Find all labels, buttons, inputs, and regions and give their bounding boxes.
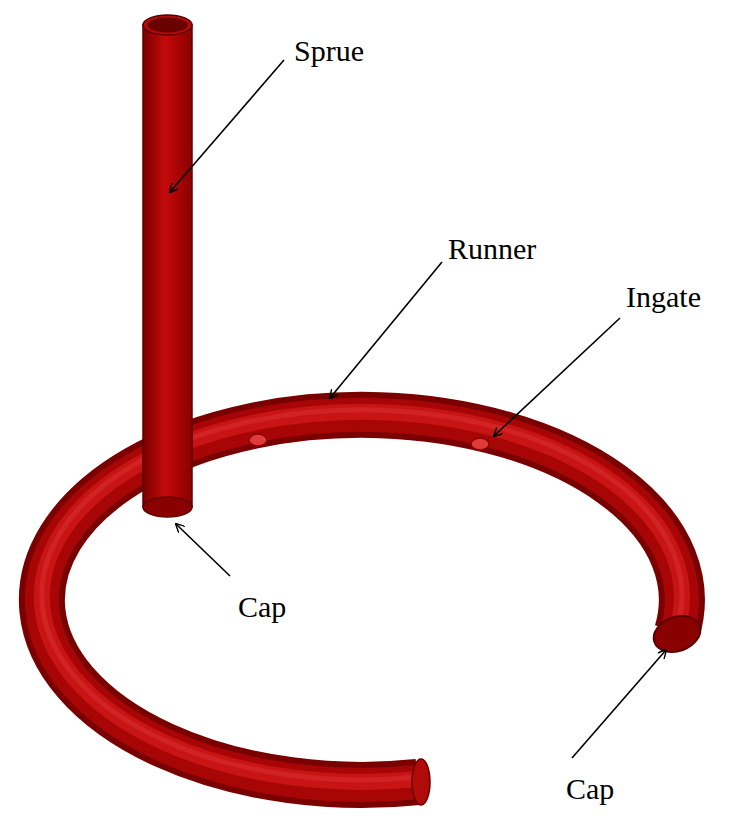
leader-line [176,524,230,576]
leader-line [572,650,666,758]
sprue-cap [143,497,192,517]
leader-line [170,60,284,192]
cap-label: Cap [238,590,286,623]
runner [42,410,682,785]
ingate [249,434,267,446]
ingate [471,438,489,450]
leader-line [494,318,620,436]
runner-cap [649,610,706,658]
part-label: Ingate [626,280,701,313]
leader-lines [170,60,666,758]
runner-end [412,759,430,805]
part-label: Runner [448,232,536,265]
part-label: Sprue [294,34,364,67]
sprue [143,15,192,517]
cap-label: Cap [566,772,614,805]
leader-line [330,262,442,398]
